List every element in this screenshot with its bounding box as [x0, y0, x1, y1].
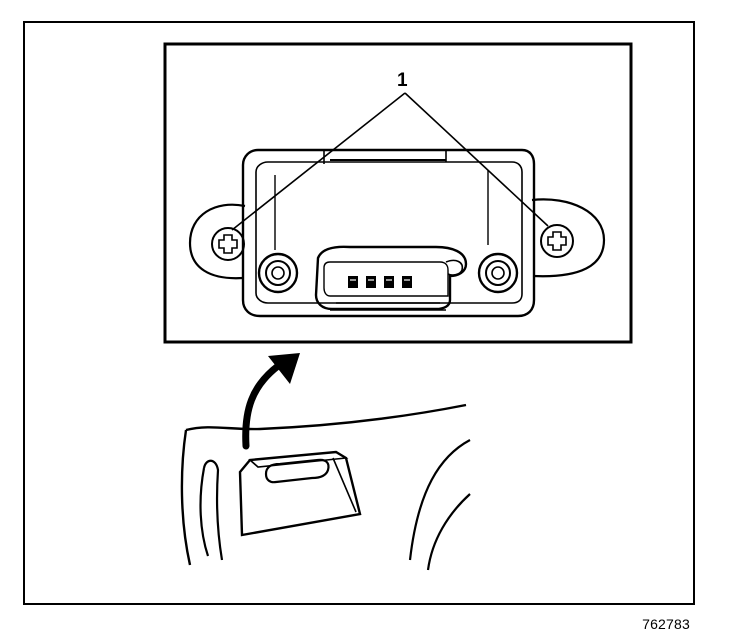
left-grommet: [257, 252, 299, 294]
left-trim-slot-inner: [199, 467, 210, 557]
connector-pin: [402, 276, 412, 288]
phillips-screw-icon: [211, 227, 245, 261]
right-mounting-ear: [531, 198, 606, 278]
leader-line-left: [231, 92, 406, 231]
connector-pin: [348, 276, 358, 288]
connector-inner-outline: [323, 261, 449, 297]
module-housing-slot: [264, 458, 330, 484]
outer-frame: [23, 21, 695, 605]
connector-latch: [445, 259, 464, 276]
figure-number: 762783: [642, 616, 690, 632]
connector-pins: [348, 276, 412, 288]
callout-leaders: [231, 92, 549, 231]
module-detail: [188, 148, 606, 318]
module-body-outer: [241, 148, 536, 318]
leader-line-right: [404, 92, 549, 227]
console-curve-outer: [408, 439, 471, 561]
callout-label: 1: [397, 70, 408, 91]
phillips-screw-icon: [540, 224, 574, 258]
module-housing-edge: [332, 457, 357, 513]
module-housing-front: [238, 450, 362, 537]
dash-top-contour: [185, 403, 467, 432]
curved-arrow-icon: [242, 353, 300, 450]
left-trim-slot: [202, 459, 224, 561]
connector-pin: [366, 276, 376, 288]
module-body-inner: [255, 161, 523, 304]
dashboard-scene: [180, 403, 471, 571]
right-grommet: [477, 252, 519, 294]
connector-pin: [384, 276, 394, 288]
module-housing-top: [248, 451, 349, 468]
console-curve-inner: [426, 493, 471, 571]
left-mounting-ear: [188, 203, 246, 280]
left-trim-outer: [180, 429, 192, 566]
